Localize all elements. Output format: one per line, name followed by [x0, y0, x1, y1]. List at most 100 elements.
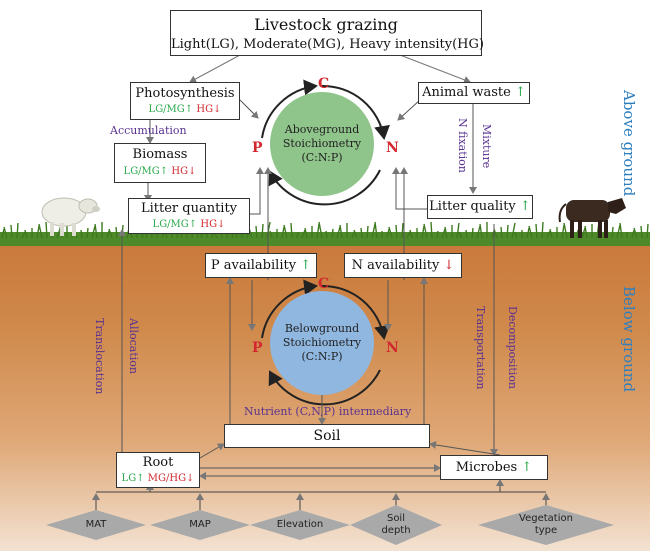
livestock-grazing-box: Livestock grazing Light(LG), Moderate(MG…	[170, 10, 484, 56]
grass-blade	[115, 226, 118, 239]
grass-blade	[318, 221, 323, 239]
grass-blade	[106, 230, 110, 239]
factor-soil-depth-line2: depth	[381, 525, 411, 536]
above-n-label: N	[386, 140, 399, 156]
decomposition-label: Decomposition	[506, 306, 519, 390]
grass-blade	[528, 225, 533, 239]
grass-blade	[86, 227, 89, 239]
grass-blade	[456, 222, 460, 239]
grass-blade	[269, 230, 273, 239]
grass-blade	[584, 225, 588, 239]
grass-blade	[316, 223, 320, 239]
root-box: Root LG↑ MG/HG↓	[116, 452, 200, 488]
grass-blade	[371, 223, 376, 239]
grass-blade	[441, 228, 446, 239]
grass-blade	[535, 223, 538, 239]
litter-quantity-decrease: HG↓	[200, 219, 226, 230]
biomass-increase: LG/MG↑	[123, 166, 169, 177]
animal-waste-increase: ↑	[515, 85, 526, 100]
grass-blade	[506, 224, 509, 239]
below-n-label: N	[386, 340, 399, 356]
grass-blade	[430, 221, 433, 239]
grass-blade	[619, 222, 623, 239]
photosynthesis-label: Photosynthesis	[135, 86, 235, 101]
grass-blade	[325, 230, 328, 239]
microbes-box: Microbes ↑	[440, 455, 548, 480]
litter-quality-box: Litter quality ↑	[427, 195, 533, 219]
root-label: Root	[142, 455, 174, 470]
grass-blade	[549, 228, 553, 239]
n-fixation-label: N fixation	[456, 118, 469, 173]
grass-blade	[336, 226, 341, 239]
livestock-grazing-title: Livestock grazing	[254, 15, 398, 34]
factor-map: MAP	[150, 510, 250, 540]
grass-blade	[640, 225, 643, 239]
factor-vegetation-line1: Vegetation	[519, 513, 573, 524]
grass-blade	[421, 225, 425, 239]
grass-blade	[283, 224, 288, 239]
grass-blade	[3, 226, 8, 239]
grass-blade	[526, 227, 530, 239]
grass-blade	[16, 222, 19, 239]
grass-blade	[80, 229, 83, 239]
grass-blade	[541, 221, 544, 239]
allocation-label: Allocation	[127, 318, 140, 374]
below-p-label: P	[252, 340, 263, 356]
factor-vegetation-line2: type	[534, 525, 558, 536]
grass-blade	[514, 231, 518, 239]
grass-blade	[616, 224, 621, 239]
translocation-label: Translocation	[93, 318, 106, 395]
grass-blade	[479, 223, 483, 239]
grass-blade	[56, 228, 61, 239]
grass-blade	[631, 229, 635, 239]
litter-quantity-increase: LG/MG↑	[152, 219, 198, 230]
grass-blade	[581, 227, 586, 239]
grass-blade	[331, 228, 334, 239]
grass-blade	[511, 222, 516, 239]
root-increase: LG↑	[121, 473, 145, 484]
aboveground-stoichiometry-circle: Aboveground Stoichiometry (C:N:P)	[270, 92, 374, 196]
grass-blade	[304, 227, 308, 239]
factor-mat-line1: MAT	[85, 519, 107, 530]
grass-blade	[261, 223, 264, 239]
transportation-label: Transportation	[474, 306, 487, 390]
grass-blade	[576, 229, 579, 239]
livestock-grazing-subtitle: Light(LG), Moderate(MG), Heavy intensity…	[171, 37, 484, 52]
grass-blade	[395, 224, 398, 239]
grass-blade	[351, 231, 355, 239]
factor-elevation-line1: Elevation	[276, 519, 324, 530]
belowground-line2: Stoichiometry	[282, 336, 362, 349]
biomass-label: Biomass	[132, 147, 188, 162]
sheep-icon	[41, 197, 100, 236]
soil-label: Soil	[313, 428, 341, 444]
p-availability-box: P availability ↑	[205, 253, 317, 278]
aboveground-line3: (C:N:P)	[301, 151, 343, 164]
aboveground-line2: Stoichiometry	[282, 137, 362, 150]
grass-blade	[409, 229, 413, 239]
aboveground-line1: Aboveground	[284, 123, 360, 136]
grass-blade	[45, 221, 48, 239]
grass-blade	[24, 229, 28, 239]
photosynthesis-box: Photosynthesis LG/MG↑ HG↓	[130, 82, 240, 120]
factor-map-line1: MAP	[189, 519, 211, 530]
photosynthesis-decrease: HG↓	[196, 104, 222, 115]
nutrient-intermediary-label: Nutrient (C,N,P) intermediary	[244, 405, 412, 418]
grass-blade	[281, 226, 285, 239]
grass-blade	[386, 228, 390, 239]
belowground-line1: Belowground	[284, 322, 360, 335]
above-ground-label: Above ground	[620, 90, 638, 197]
factor-elevation: Elevation	[250, 510, 350, 540]
grass-blade	[633, 227, 638, 239]
soil-box: Soil	[224, 424, 430, 448]
animal-waste-box: Animal waste ↑	[418, 82, 530, 104]
above-p-label: P	[252, 140, 263, 156]
microbes-increase: ↑	[521, 460, 533, 475]
grass-blade	[301, 229, 306, 239]
below-ground-label: Below ground	[620, 286, 638, 393]
grass-blade	[561, 224, 565, 239]
grass-blade	[444, 226, 448, 239]
biomass-box: Biomass LG/MG↑ HG↓	[114, 143, 206, 183]
grass-blade	[563, 222, 568, 239]
